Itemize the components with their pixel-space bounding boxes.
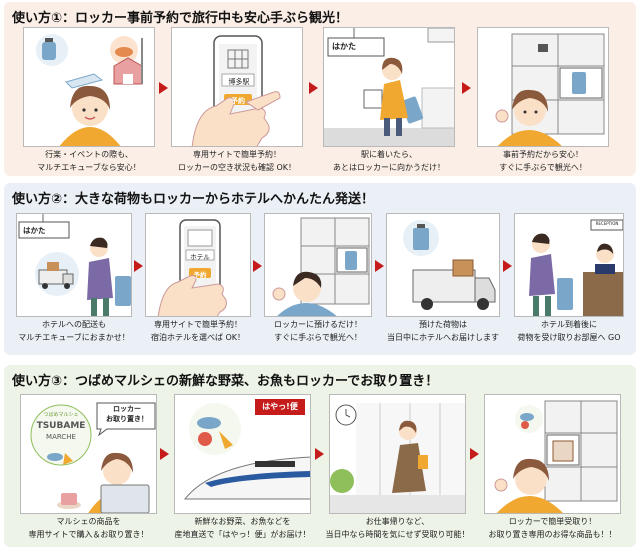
caption-line: ロッカーに預けるだけ！ bbox=[274, 320, 362, 329]
caption-line: ロッカーで簡単受取り！ bbox=[508, 517, 597, 526]
next-step-arrow bbox=[160, 448, 169, 460]
caption-line: マルチエキューブなら安心！ bbox=[37, 163, 141, 172]
next-step-arrow bbox=[134, 260, 143, 272]
station-sign: はかた bbox=[23, 226, 46, 235]
illustration-marche-order: つばめマルシェ TSUBAME MARCHE ロッカー お取り置き！ bbox=[20, 394, 157, 514]
next-step-arrow bbox=[253, 260, 262, 272]
caption-line: 事前予約だから安心！ bbox=[503, 150, 583, 159]
caption-line: 荷物を受け取りお部屋へ GO bbox=[517, 333, 621, 342]
next-step-arrow bbox=[375, 260, 384, 272]
section-title: 使い方③：つばめマルシェの新鮮な野菜、お魚もロッカーでお取り置き！ bbox=[12, 374, 439, 389]
reserve-button-label: 予約 bbox=[193, 271, 207, 279]
illustration-station-arrival: はかた bbox=[323, 27, 455, 147]
station-sign: はかた bbox=[332, 42, 356, 51]
illustration-bullet-train: はやっ!便 bbox=[174, 394, 311, 514]
illustration-truck-delivery bbox=[386, 213, 500, 317]
caption-line: 当日中にホテルへお届けします bbox=[387, 333, 499, 342]
section-title: 使い方①：ロッカー事前予約で旅行中も安心手ぶら観光！ bbox=[12, 11, 349, 26]
reserve-button-label: 予約 bbox=[231, 97, 245, 105]
speech-line: お取り置き！ bbox=[106, 415, 148, 423]
step-caption: 行楽・イベントの際も、 マルチエキューブなら安心！ bbox=[23, 148, 155, 174]
caption-line: マルシェの商品を bbox=[56, 517, 121, 526]
illustration-phone-booking: 博多駅 予約 bbox=[171, 27, 303, 147]
step-caption: 専用サイトで簡単予約！ 宿泊ホテルを選べば OK！ bbox=[138, 318, 258, 344]
next-step-arrow bbox=[309, 82, 318, 94]
caption-line: 新鮮なお野菜、お魚などを bbox=[194, 517, 291, 526]
marche-logo-top: つばめマルシェ bbox=[43, 412, 79, 418]
caption-line: 専用サイトで簡単予約！ bbox=[193, 150, 281, 159]
step-caption: ホテルへの配送も マルチエキューブにおまかせ！ bbox=[16, 318, 132, 344]
step-caption: お仕事帰りなど、 当日中なら時間を気にせず受取り可能！ bbox=[316, 515, 479, 541]
caption-line: ロッカーの空き状況も確認 OK！ bbox=[177, 163, 297, 172]
step-caption: ホテル到着後に 荷物を受け取りお部屋へ GO bbox=[508, 318, 630, 344]
next-step-arrow bbox=[470, 448, 479, 460]
caption-line: 専用サイトで簡単予約！ bbox=[154, 320, 242, 329]
caption-line: 行楽・イベントの際も、 bbox=[45, 150, 133, 159]
illustration-phone-hotel: ホテル 予約 bbox=[145, 213, 251, 317]
step-caption: 預けた荷物は 当日中にホテルへお届けします bbox=[380, 318, 506, 344]
speech-bubble: ロッカー お取り置き！ bbox=[101, 404, 153, 424]
caption-line: 駅に着いたら、 bbox=[361, 150, 417, 159]
caption-line: お取り置き専用のお得な商品も！！ bbox=[488, 530, 617, 539]
phone-hotel-label: ホテル bbox=[190, 253, 210, 261]
caption-line: 預けた荷物は bbox=[419, 320, 467, 329]
illustration-locker-pickup bbox=[484, 394, 621, 514]
step-caption: ロッカーに預けるだけ！ すぐに手ぶらで観光へ！ bbox=[264, 318, 372, 344]
phone-station-label: 博多駅 bbox=[228, 78, 250, 86]
marche-logo-sub: MARCHE bbox=[46, 433, 76, 441]
next-step-arrow bbox=[315, 448, 324, 460]
next-step-arrow bbox=[503, 260, 512, 272]
step-caption: マルシェの商品を 専用サイトで購入＆お取り置き！ bbox=[14, 515, 163, 541]
caption-line: 専用サイトで購入＆お取り置き！ bbox=[28, 530, 149, 539]
next-step-arrow bbox=[159, 82, 168, 94]
illustration-hotel-reception: RECEPTION bbox=[514, 213, 624, 317]
caption-line: マルチエキューブにおまかせ！ bbox=[18, 333, 130, 342]
reception-sign: RECEPTION bbox=[595, 221, 619, 226]
step-caption: 事前予約だから安心！ すぐに手ぶらで観光へ！ bbox=[477, 148, 609, 174]
caption-line: ホテルへの配送も bbox=[42, 320, 106, 329]
step-caption: 新鮮なお野菜、お魚などを 産地直送で「はやっ！便」がお届け！ bbox=[166, 515, 319, 541]
caption-line: すぐに手ぶらで観光へ！ bbox=[499, 163, 587, 172]
caption-line: 宿泊ホテルを選べば OK！ bbox=[150, 333, 246, 342]
illustration-locker-ok bbox=[477, 27, 609, 147]
step-caption: 専用サイトで簡単予約！ ロッカーの空き状況も確認 OK！ bbox=[171, 148, 303, 174]
speech-line: ロッカー bbox=[113, 405, 141, 413]
step-caption: ロッカーで簡単受取り！ お取り置き専用のお得な商品も！！ bbox=[474, 515, 631, 541]
section-title: 使い方②：大きな荷物もロッカーからホテルへかんたん発送！ bbox=[12, 192, 375, 207]
caption-line: ホテル到着後に bbox=[541, 320, 597, 329]
caption-line: お仕事帰りなど、 bbox=[365, 517, 430, 526]
caption-line: あとはロッカーに向かうだけ！ bbox=[333, 163, 445, 172]
hayatto-logo: はやっ!便 bbox=[262, 402, 298, 411]
next-step-arrow bbox=[462, 82, 471, 94]
caption-line: 当日中なら時間を気にせず受取り可能！ bbox=[325, 530, 470, 539]
illustration-travel-woman bbox=[23, 27, 155, 147]
illustration-locker-deposit bbox=[264, 213, 372, 317]
step-caption: 駅に着いたら、 あとはロッカーに向かうだけ！ bbox=[323, 148, 455, 174]
illustration-after-work bbox=[329, 394, 466, 514]
caption-line: 産地直送で「はやっ！便」がお届け！ bbox=[174, 530, 311, 539]
marche-logo-brand: TSUBAME bbox=[36, 421, 86, 431]
illustration-hotel-delivery: はかた bbox=[16, 213, 132, 317]
caption-line: すぐに手ぶらで観光へ！ bbox=[274, 333, 362, 342]
